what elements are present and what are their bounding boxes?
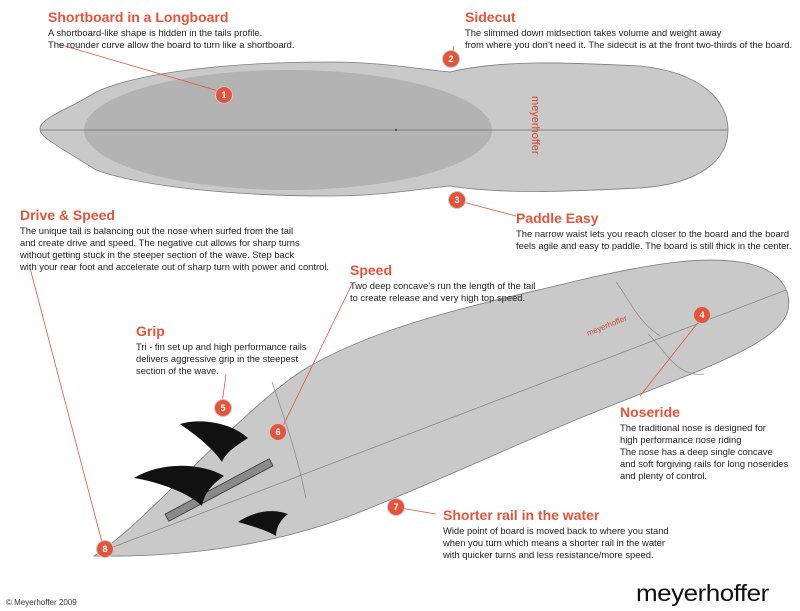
feature-5-line-1: Tri - fin set up and high performance ra… [136, 341, 307, 352]
feature-5-line-3: section of the wave. [136, 365, 219, 376]
feature-1-line-1: A shortboard-like shape is hidden in the… [48, 27, 263, 38]
center-mark [394, 128, 398, 132]
feature-4-line-3: The nose has a deep single concave [620, 446, 773, 457]
concave-line-c [647, 333, 705, 375]
bottom-board-outline [92, 259, 790, 557]
feature-1-line-2: The rounder curve allow the board to tur… [48, 39, 295, 50]
feature-6-title: Speed [350, 262, 393, 278]
board-logo-top: meyerhoffer [529, 96, 541, 155]
bottom-board [92, 259, 790, 557]
feature-3-block: Paddle Easy The narrow waist lets you re… [516, 210, 792, 252]
leader-8 [29, 267, 104, 547]
feature-5-line-2: delivers aggressive grip in the steepest [136, 353, 299, 364]
feature-8-line-2: and create drive and speed. The negative… [20, 237, 300, 248]
feature-8-line-4: with your rear foot and accelerate out o… [20, 261, 330, 272]
feature-1-title: Shortboard in a Longboard [48, 9, 229, 25]
feature-8-line-3: without getting stuck in the steeper sec… [20, 249, 295, 260]
leader-7 [399, 507, 437, 515]
center-fin [134, 465, 224, 506]
leader-lines [29, 43, 701, 547]
feature-6-line-1: Two deep concave’s run the length of the… [350, 280, 536, 291]
feature-3-line-1: The narrow waist lets you reach closer t… [516, 228, 790, 239]
feature-2-block: Sidecut The slimmed down midsection take… [465, 9, 792, 51]
leader-3 [462, 201, 517, 217]
feature-6-line-2: to create release and very high top spee… [350, 292, 526, 303]
feature-1-block: Shortboard in a Longboard A shortboard-l… [48, 9, 295, 51]
feature-3-title: Paddle Easy [516, 210, 599, 226]
callout-2: 2 [443, 51, 459, 67]
feature-8-line-1: The unique tail is balancing out the nos… [20, 225, 294, 236]
rear-fin [180, 421, 248, 462]
feature-7-line-1: Wide point of board is moved back to whe… [443, 525, 669, 536]
fin-box [164, 458, 274, 522]
feature-4-block: Noseride The traditional nose is designe… [620, 404, 788, 482]
side-fin [238, 511, 288, 536]
leader-6 [281, 283, 353, 429]
leader-5 [221, 373, 227, 405]
feature-5-block: Grip Tri - fin set up and high performan… [136, 323, 307, 377]
feature-2-title: Sidecut [465, 9, 516, 25]
concave-line-a [271, 381, 307, 499]
feature-4-line-2: high performance nose riding [620, 434, 742, 445]
callout-3: 3 [449, 192, 465, 208]
feature-4-line-4: and soft forgiving rails for long noseri… [620, 458, 789, 469]
top-board [39, 61, 729, 197]
meyerhoffer-logo: meyerhoffer [636, 579, 769, 607]
leader-4 [639, 319, 701, 397]
copyright-text: © Meyerhoffer 2009 [6, 598, 77, 607]
feature-5-title: Grip [136, 323, 165, 339]
callout-5: 5 [215, 400, 231, 416]
feature-4-line-1: The traditional nose is designed for [620, 422, 766, 433]
feature-2-line-1: The slimmed down midsection takes volume… [465, 27, 722, 38]
feature-2-line-2: from where you don’t need it. The sidecu… [465, 39, 793, 50]
callout-7: 7 [388, 499, 404, 515]
feature-7-title: Shorter rail in the water [443, 507, 600, 523]
feature-7-line-3: with quicker turns and less resistance/m… [443, 549, 654, 560]
feature-4-line-5: and plenty of control. [620, 470, 708, 481]
concave-line-b [615, 281, 661, 337]
callout-1: 1 [216, 87, 232, 103]
feature-4-title: Noseride [620, 404, 680, 420]
leader-1 [57, 43, 223, 93]
feature-8-block: Drive & Speed The unique tail is balanci… [20, 207, 329, 273]
callout-6: 6 [270, 424, 286, 440]
feature-8-title: Drive & Speed [20, 207, 115, 223]
callout-8: 8 [97, 541, 113, 557]
feature-3-line-2: feels agile and easy to paddle. The boar… [516, 240, 792, 251]
feature-7-line-2: when you turn which means a shorter rail… [443, 537, 665, 548]
bottom-board-stringer [99, 289, 787, 553]
feature-7-block: Shorter rail in the water Wide point of … [443, 507, 669, 561]
feature-6-block: Speed Two deep concave’s run the length … [350, 262, 535, 304]
callout-4: 4 [694, 307, 710, 323]
